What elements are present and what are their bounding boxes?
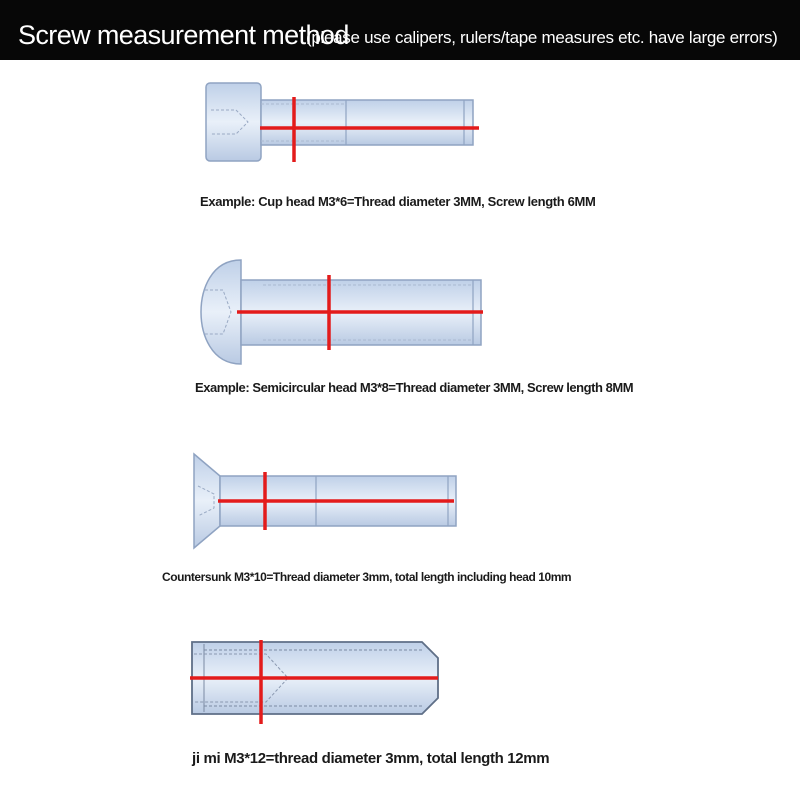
header-bar: Screw measurement method (please use cal… [0,0,800,60]
semicircular-head-caption: Example: Semicircular head M3*8=Thread d… [195,380,634,395]
countersunk-screw-icon [193,452,457,550]
page-title: Screw measurement method [18,20,349,50]
countersunk-caption: Countersunk M3*10=Thread diameter 3mm, t… [162,570,572,584]
set-screw-icon [190,640,439,724]
cup-head-caption: Example: Cup head M3*6=Thread diameter 3… [200,194,596,209]
semicircular-head-screw-icon [200,259,483,365]
set-screw-caption: ji mi M3*12=thread diameter 3mm, total l… [192,750,550,767]
page-subtitle: (please use calipers, rulers/tape measur… [306,28,778,47]
cup-head-screw-icon [205,82,479,162]
